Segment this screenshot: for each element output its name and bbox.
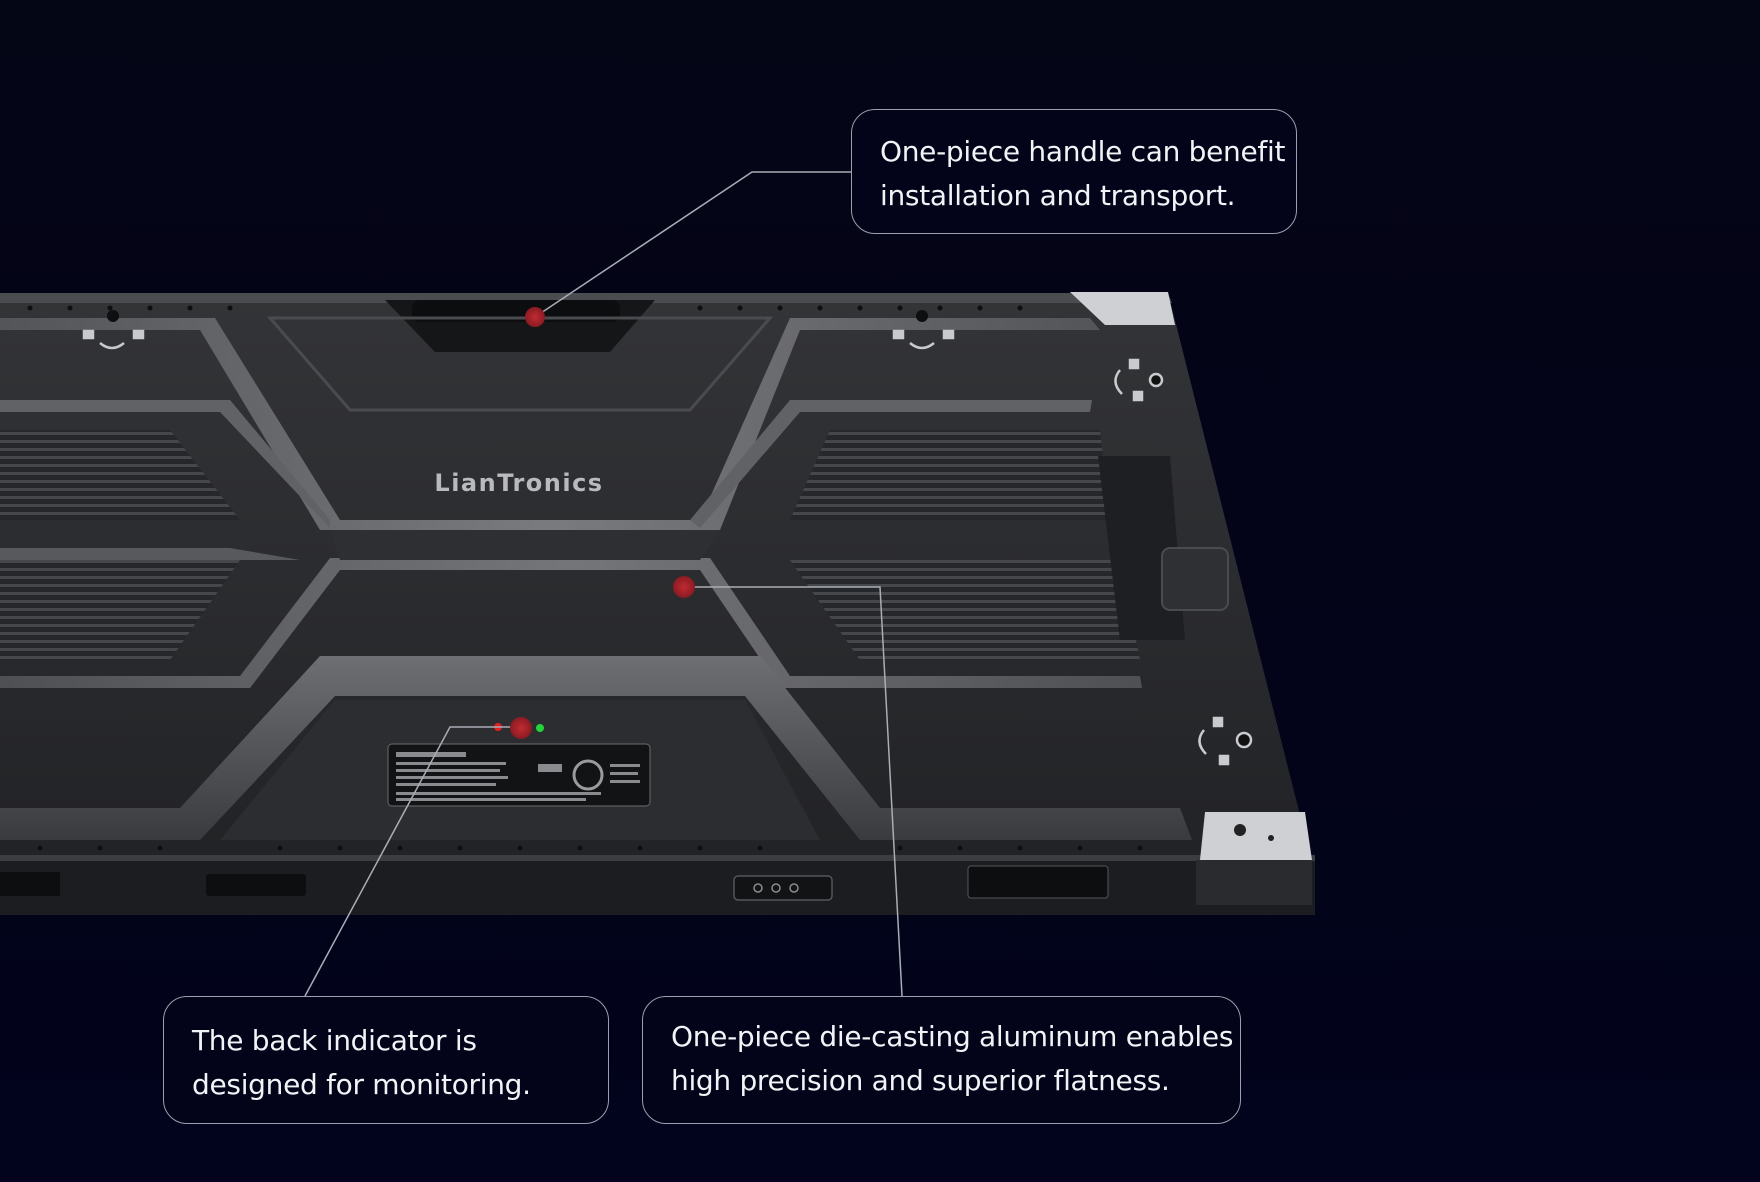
- lock-rotate-icon: [1114, 358, 1164, 402]
- lock-rotate-icon: [1198, 716, 1253, 766]
- leader-line-casting: [684, 586, 903, 997]
- callout-indicator: The back indicator is designed for monit…: [163, 996, 609, 1124]
- callout-handle-line-1: One-piece handle can benefit: [880, 135, 1286, 168]
- led-cabinet: LianTronics: [0, 292, 1315, 915]
- leader-line-indicator: [304, 726, 521, 997]
- marker-casting: [673, 576, 695, 598]
- brand-logo: LianTronics: [434, 469, 603, 497]
- lock-rotate-icon: [892, 329, 955, 350]
- marker-indicator: [510, 717, 532, 739]
- callout-casting-line-1: One-piece die-casting aluminum enables: [671, 1020, 1234, 1053]
- callout-handle: One-piece handle can benefit installatio…: [851, 109, 1297, 234]
- leader-line-handle: [534, 171, 851, 318]
- marker-handle: [525, 307, 545, 327]
- leader-lines: [304, 171, 903, 997]
- lock-rotate-icon: [82, 329, 145, 350]
- callout-casting: One-piece die-casting aluminum enables h…: [642, 996, 1241, 1124]
- callout-handle-line-2: installation and transport.: [880, 179, 1236, 212]
- callout-casting-line-2: high precision and superior flatness.: [671, 1064, 1170, 1097]
- callout-indicator-line-1: The back indicator is: [192, 1024, 477, 1057]
- indicator-led-green: [536, 724, 544, 732]
- callout-indicator-line-2: designed for monitoring.: [192, 1068, 531, 1101]
